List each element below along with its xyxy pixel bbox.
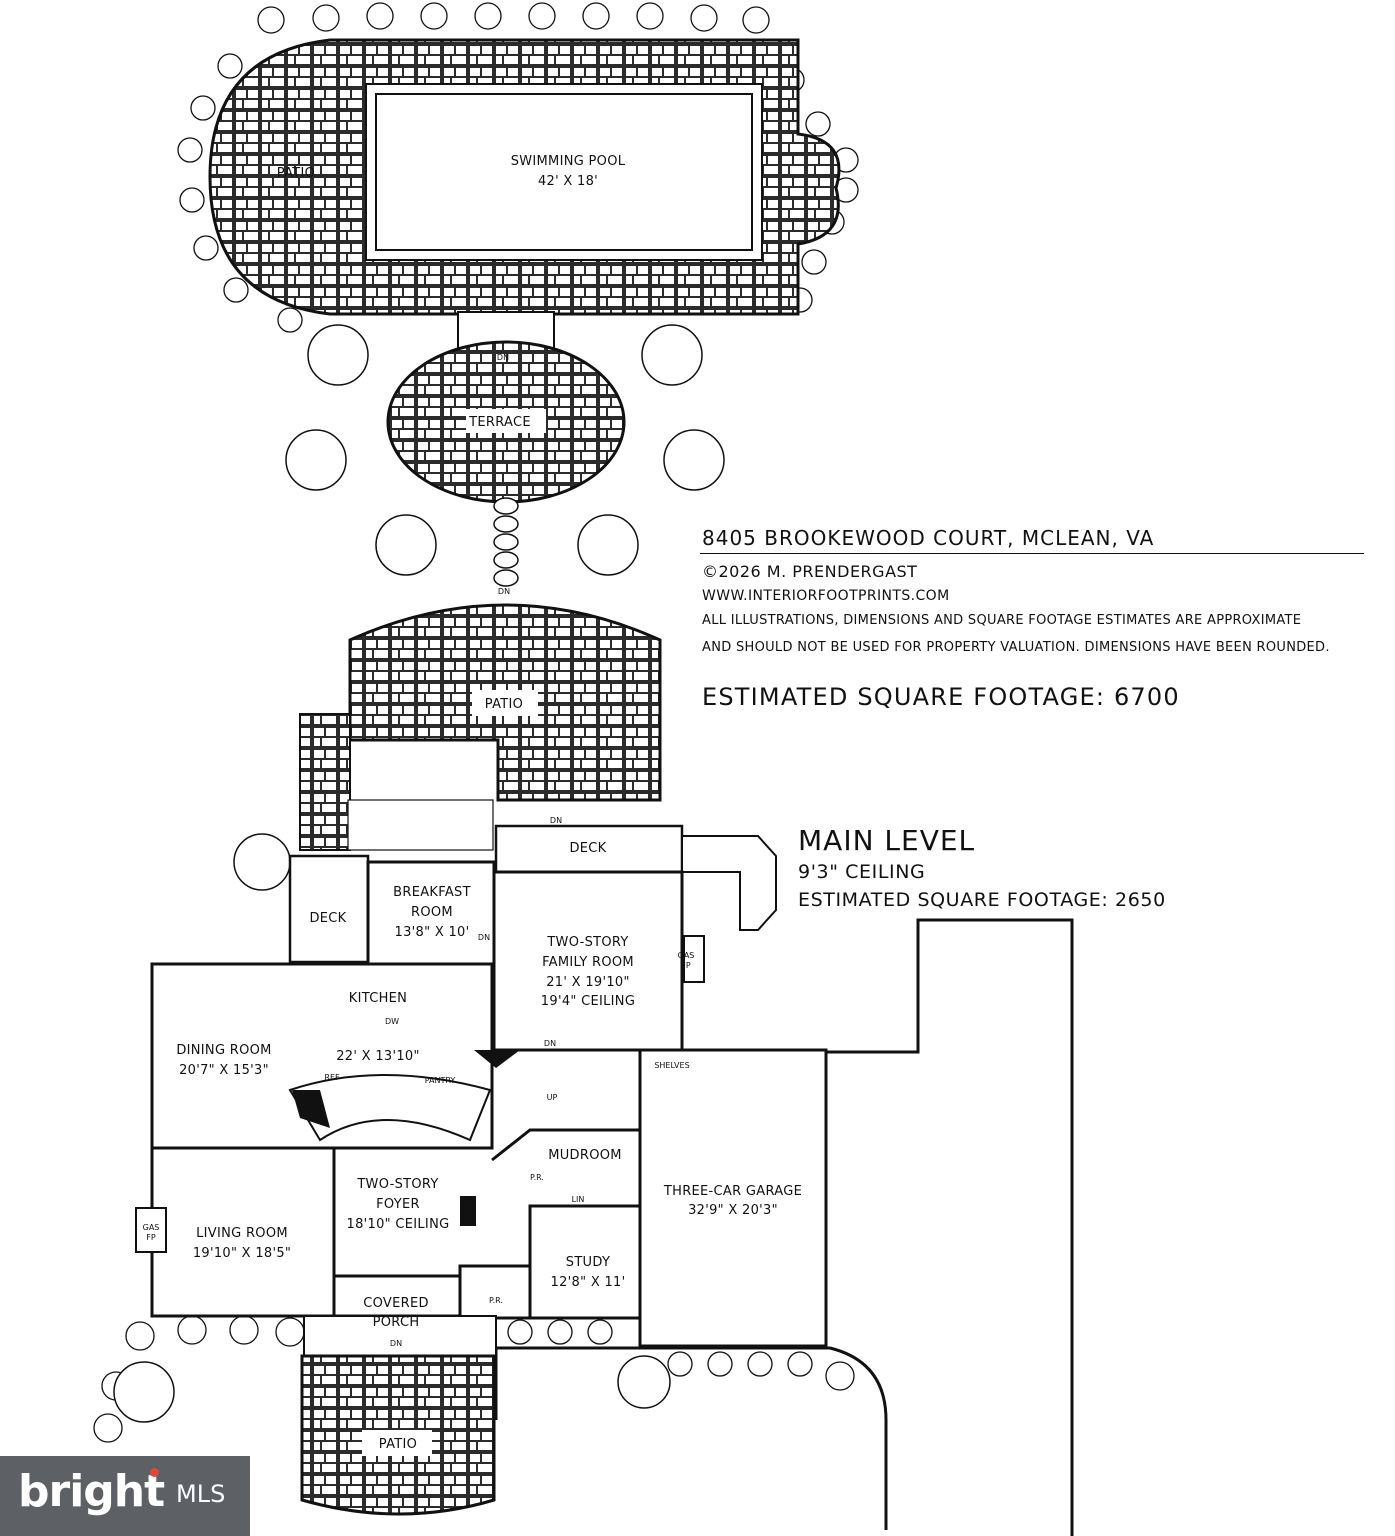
dining-dims: 20'7" X 15'3" [179, 1063, 269, 1078]
porch-label-1: COVERED [363, 1296, 429, 1311]
living-dims: 19'10" X 18'5" [193, 1246, 291, 1261]
deck-left [288, 854, 370, 964]
level-ceiling: 9'3" CEILING [798, 861, 926, 883]
ref-label: REF [324, 1073, 340, 1082]
dn-label-deck: DN [550, 816, 562, 825]
breakfast-label-2: ROOM [411, 905, 453, 920]
kitchen-dims: 22' X 13'10" [336, 1049, 420, 1064]
property-address: 8405 BROOKEWOOD COURT, MCLEAN, VA [702, 526, 1155, 550]
landscaping-trees [113, 324, 725, 1423]
porch-label-2: PORCH [373, 1315, 420, 1330]
kitchen-label: KITCHEN [349, 991, 407, 1006]
fp-label-family: FP [681, 961, 691, 970]
family-label-1: TWO-STORY [546, 935, 628, 950]
logo-mls: MLS [176, 1480, 226, 1508]
copyright-text: ©2026 M. PRENDERGAST [702, 562, 918, 581]
family-dims: 21' X 19'10" [546, 975, 630, 990]
middle-patio-label: PATIO [485, 697, 523, 712]
disclaimer-line-2: AND SHOULD NOT BE USED FOR PROPERTY VALU… [702, 640, 1330, 655]
terrace-label: TERRACE [468, 415, 531, 430]
dn-label-hall: DN [544, 1039, 556, 1048]
breakfast-label-1: BREAKFAST [393, 885, 471, 900]
living-label: LIVING ROOM [196, 1226, 288, 1241]
deck-right-label: DECK [569, 841, 606, 856]
powder-room-1-label: P.R. [530, 1173, 544, 1182]
gas-label-living: GAS [143, 1223, 160, 1232]
pantry-label: PANTRY [425, 1076, 456, 1085]
family-label-2: FAMILY ROOM [542, 955, 634, 970]
dw-label: DW [385, 1017, 399, 1026]
study-label: STUDY [566, 1255, 610, 1270]
pool-patio-label: PATIO [277, 166, 315, 181]
pool-dims: 42' X 18' [538, 174, 598, 189]
garage-dims: 32'9" X 20'3" [688, 1203, 778, 1218]
study-dims: 12'8" X 11' [551, 1275, 626, 1290]
up-label: UP [547, 1093, 558, 1102]
level-square-footage: ESTIMATED SQUARE FOOTAGE: 2650 [798, 889, 1166, 911]
foyer-label-2: FOYER [376, 1197, 420, 1212]
fp-label-living: FP [146, 1233, 156, 1242]
stepping-stones [493, 497, 519, 587]
level-title: MAIN LEVEL [798, 824, 976, 857]
family-ceiling: 19'4" CEILING [541, 994, 635, 1009]
total-square-footage: ESTIMATED SQUARE FOOTAGE: 6700 [702, 683, 1180, 711]
dn-label-family: DN [478, 933, 490, 942]
gas-label-family: GAS [678, 951, 695, 960]
logo-dot-icon [150, 1468, 159, 1477]
dn-label-pool: DN [497, 353, 509, 362]
curved-staircase [288, 1074, 492, 1142]
address-divider [700, 553, 1364, 554]
disclaimer-line-1: ALL ILLUSTRATIONS, DIMENSIONS AND SQUARE… [702, 613, 1302, 628]
garage-label: THREE-CAR GARAGE [663, 1184, 802, 1199]
bright-mls-logo: bright MLS [0, 1456, 250, 1536]
pool-label: SWIMMING POOL [511, 154, 626, 169]
dn-label-porch: DN [390, 1339, 402, 1348]
dining-label: DINING ROOM [176, 1043, 271, 1058]
deck-left-label: DECK [309, 911, 346, 926]
foyer-ceiling: 18'10" CEILING [347, 1217, 450, 1232]
shelves-label: SHELVES [654, 1061, 689, 1070]
mudroom-label: MUDROOM [548, 1148, 622, 1163]
dn-label-patio: DN [498, 587, 510, 596]
powder-room-2-label: P.R. [489, 1296, 503, 1305]
front-patio-label: PATIO [379, 1437, 417, 1452]
logo-wordmark: bright [18, 1466, 165, 1517]
room-labels: SWIMMING POOL 42' X 18' PATIO TERRACE PA… [143, 154, 802, 1452]
foyer-label-1: TWO-STORY [356, 1177, 438, 1192]
breakfast-dims: 13'8" X 10' [395, 925, 470, 940]
website-link[interactable]: WWW.INTERIORFOOTPRINTS.COM [702, 588, 950, 604]
linen-label: LIN [572, 1195, 585, 1204]
